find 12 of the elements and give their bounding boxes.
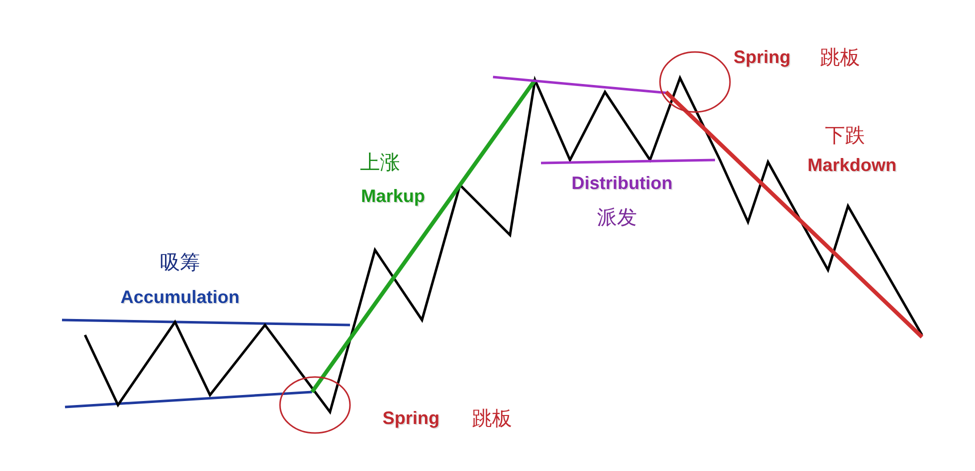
chart-label: Markdown — [808, 156, 896, 174]
chart-label: 吸筹 — [160, 252, 200, 272]
chart-label: 跳板 — [472, 408, 512, 428]
chart-label: Spring — [734, 48, 790, 66]
chart-label: 下跌 — [825, 125, 865, 145]
chart-label: 跳板 — [820, 47, 860, 67]
chart-label: Accumulation — [120, 288, 240, 306]
chart-label: Distribution — [572, 174, 672, 192]
chart-label: Markup — [361, 187, 425, 205]
chart-label: 上涨 — [360, 152, 400, 172]
chart-label: Spring — [382, 409, 440, 427]
chart-label: 派发 — [597, 207, 637, 227]
